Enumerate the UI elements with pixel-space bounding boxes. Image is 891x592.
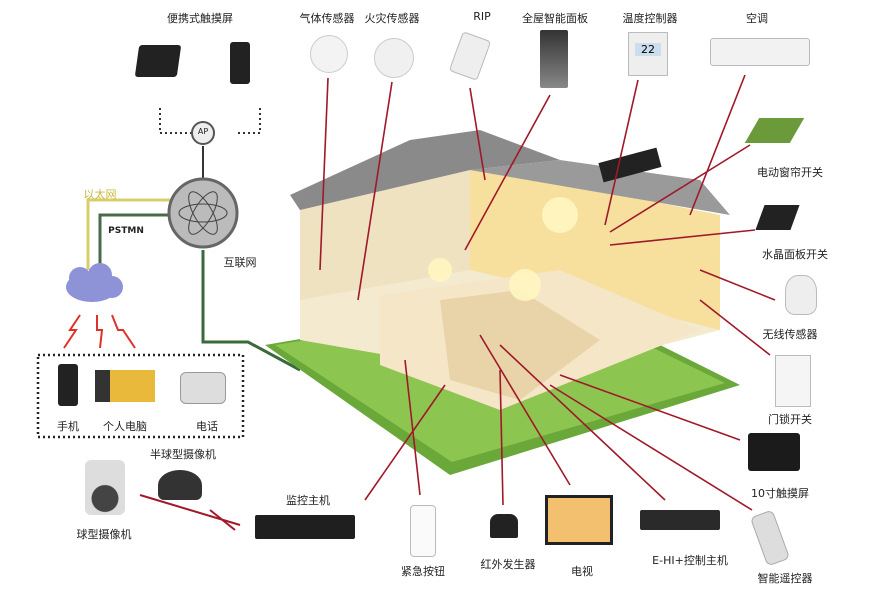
thermostat-icon: 22 <box>628 32 668 76</box>
dome-camera-icon <box>158 470 202 500</box>
label-air-conditioner: 空调 <box>746 12 768 25</box>
smart-panel-icon <box>540 30 568 88</box>
mobile-phone-icon <box>58 364 78 406</box>
monitor-host-icon <box>255 515 355 539</box>
leader-lines <box>139 74 776 531</box>
client-pc-label: 个人电脑 <box>103 420 147 433</box>
ten-inch-touchscreen-icon <box>748 433 800 471</box>
client-phone-label: 手机 <box>57 420 79 433</box>
label-smart-remote: 智能遥控器 <box>757 572 813 585</box>
client-telephone-label: 电话 <box>196 420 218 433</box>
door-lock-switch-icon <box>775 355 811 407</box>
label-tv: 电视 <box>571 565 593 578</box>
internet-label: 互联网 <box>223 256 257 269</box>
ethernet-label: 以太网 <box>83 188 117 201</box>
network-wiring <box>36 108 301 439</box>
label-fire-sensor: 火灾传感器 <box>364 12 420 25</box>
label-thermostat: 温度控制器 <box>622 12 678 25</box>
label-ir-emitter: 红外发生器 <box>480 558 536 571</box>
ir-emitter-icon <box>490 514 518 538</box>
label-curtain-switch: 电动窗帘开关 <box>757 166 823 179</box>
label-wireless-sensor: 无线传感器 <box>762 328 818 341</box>
label-door-lock-switch: 门锁开关 <box>768 413 812 426</box>
label-ten-inch-touchscreen: 10寸触摸屏 <box>751 487 809 500</box>
pstn-label: PSTMN <box>108 226 144 236</box>
pc-icon <box>95 370 155 402</box>
label-monitor-host: 监控主机 <box>286 494 330 507</box>
label-gas-sensor: 气体传感器 <box>299 12 355 25</box>
label-emergency-button: 紧急按钮 <box>401 565 445 578</box>
emergency-button-icon <box>410 505 436 557</box>
ehi-controller-icon <box>640 510 720 530</box>
label-dome-camera: 半球型摄像机 <box>150 448 216 461</box>
label-speed-dome-camera: 球型摄像机 <box>76 528 132 541</box>
label-rip: RIP <box>473 10 491 23</box>
label-smart-panel: 全屋智能面板 <box>522 12 588 25</box>
telephone-icon <box>180 372 226 404</box>
tv-icon <box>545 495 613 545</box>
fire-sensor-icon <box>374 38 414 78</box>
internet-globe-icon <box>167 177 239 249</box>
wireless-signal-icon <box>63 314 136 349</box>
gas-sensor-icon <box>310 35 348 73</box>
speed-dome-camera-icon <box>85 460 125 515</box>
label-ehi-controller: E-HI+控制主机 <box>652 554 728 567</box>
portable-touchscreen-icon <box>134 45 182 77</box>
thermostat-reading: 22 <box>635 43 661 56</box>
cloud-icon <box>66 263 123 302</box>
ap-label: AP <box>197 127 209 136</box>
air-conditioner-icon <box>710 38 810 66</box>
mobile-touchscreen-icon <box>230 42 250 84</box>
label-crystal-panel-switch: 水晶面板开关 <box>762 248 828 261</box>
label-portable-touchscreen: 便携式触摸屏 <box>167 12 233 25</box>
house-illustration <box>265 130 740 475</box>
ap-node <box>191 121 215 145</box>
wireless-sensor-icon <box>785 275 817 315</box>
